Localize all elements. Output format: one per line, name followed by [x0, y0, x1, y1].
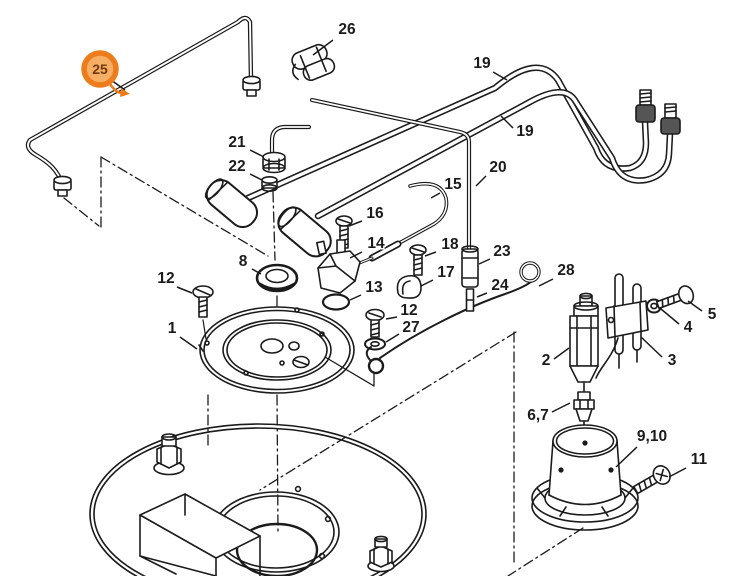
part-label-27: 27	[402, 319, 419, 336]
leader-line-17	[420, 279, 434, 287]
leader-line-4	[660, 308, 680, 325]
grommet-8-drawing	[255, 263, 299, 293]
part-label-16: 16	[366, 205, 384, 222]
cable-28-drawing	[365, 261, 541, 375]
leader-line-19	[492, 71, 508, 81]
fuel-pipe-25-drawing	[25, 15, 261, 197]
pipe-21-drawing	[269, 124, 312, 160]
leader-line-15	[430, 192, 441, 199]
leader-line-26	[312, 39, 334, 56]
part-label-24: 24	[491, 277, 509, 294]
leader-line-22	[249, 173, 263, 181]
leader-line-24	[476, 292, 488, 298]
badge-arrowhead-icon	[120, 88, 130, 97]
part-label-1: 1	[168, 320, 177, 337]
part-label-22: 22	[228, 158, 245, 175]
part-label-15: 15	[444, 176, 462, 193]
leader-line-14	[349, 251, 363, 259]
part-label-19: 19	[516, 123, 534, 140]
hose-boot-1	[204, 178, 259, 228]
clamp-17-drawing	[396, 274, 422, 299]
leader-line-2	[553, 347, 570, 360]
part-label-18: 18	[441, 236, 459, 253]
highlighted-part-badge[interactable]: 25	[81, 50, 130, 97]
leader-line-8	[251, 268, 262, 275]
part-label-4: 4	[684, 319, 693, 336]
part-label-26: 26	[338, 21, 356, 38]
part-label-2: 2	[542, 352, 551, 369]
leader-line-9,10	[615, 446, 638, 468]
centerlines	[63, 156, 584, 576]
part-label-12: 12	[400, 302, 417, 319]
screw-12-right-drawing	[365, 308, 385, 338]
leader-line-12	[385, 316, 398, 320]
pipe-25-fitting-bottom	[242, 75, 261, 97]
leader-line-21	[249, 149, 265, 158]
hose-fitting-b	[660, 103, 681, 135]
badge-circle	[81, 50, 119, 88]
part-label-12: 12	[157, 270, 174, 287]
part-label-3: 3	[668, 352, 677, 369]
filter-23-drawing	[461, 245, 479, 288]
screw-5-drawing	[655, 285, 695, 310]
leader-line-6,7	[551, 402, 571, 413]
leader-line-28	[538, 278, 554, 287]
part-label-19: 19	[473, 55, 491, 72]
leader-line-27	[385, 333, 400, 343]
part-label-28: 28	[557, 262, 575, 279]
burner-plate-drawing	[198, 306, 375, 394]
part-label-5: 5	[708, 306, 717, 323]
tube-24-drawing	[465, 288, 475, 312]
leader-line-16	[348, 220, 363, 227]
union-nut-21-drawing	[262, 151, 286, 174]
leader-line-13	[349, 294, 362, 301]
part-label-23: 23	[493, 243, 511, 260]
leader-line-11	[668, 467, 687, 478]
pipe-25-fitting-left	[53, 175, 72, 197]
hose-fitting-a	[635, 89, 656, 123]
washer-27-drawing	[364, 337, 386, 351]
solenoid-2-drawing	[569, 292, 599, 393]
screw-18-drawing	[409, 244, 427, 276]
screw-11-drawing	[632, 465, 671, 495]
part-label-17: 17	[437, 264, 454, 281]
housing-14-drawing	[316, 239, 361, 294]
part-label-14: 14	[367, 235, 385, 252]
drum-nut-left-drawing	[153, 433, 185, 476]
badge-number: 25	[92, 61, 108, 77]
electrodes-3-drawing	[595, 273, 649, 379]
part-label-6,7: 6,7	[527, 407, 549, 424]
part-label-20: 20	[489, 159, 506, 176]
leader-line-20	[475, 175, 487, 187]
part-label-11: 11	[691, 451, 708, 468]
leader-line-18	[424, 251, 437, 257]
clamp-26-drawing	[291, 43, 336, 82]
o-ring-13-drawing	[321, 293, 351, 311]
part-label-8: 8	[239, 253, 248, 270]
part-label-9,10: 9,10	[637, 428, 667, 445]
leader-line-19	[500, 115, 514, 129]
heater-drum-drawing	[89, 423, 427, 576]
leader-line-3	[640, 336, 663, 358]
drum-nut-right-drawing	[367, 535, 395, 573]
part-label-13: 13	[365, 279, 383, 296]
drum-box-drawing	[139, 493, 261, 576]
screw-12-left-drawing	[192, 285, 214, 318]
leader-line-12	[176, 286, 193, 294]
part-label-21: 21	[228, 134, 246, 151]
leader-line-23	[478, 258, 491, 265]
leader-line-1	[179, 336, 198, 350]
pot-9-10-drawing	[531, 424, 639, 531]
leader-line-5	[687, 300, 703, 312]
pipe-20-drawing	[309, 97, 472, 252]
